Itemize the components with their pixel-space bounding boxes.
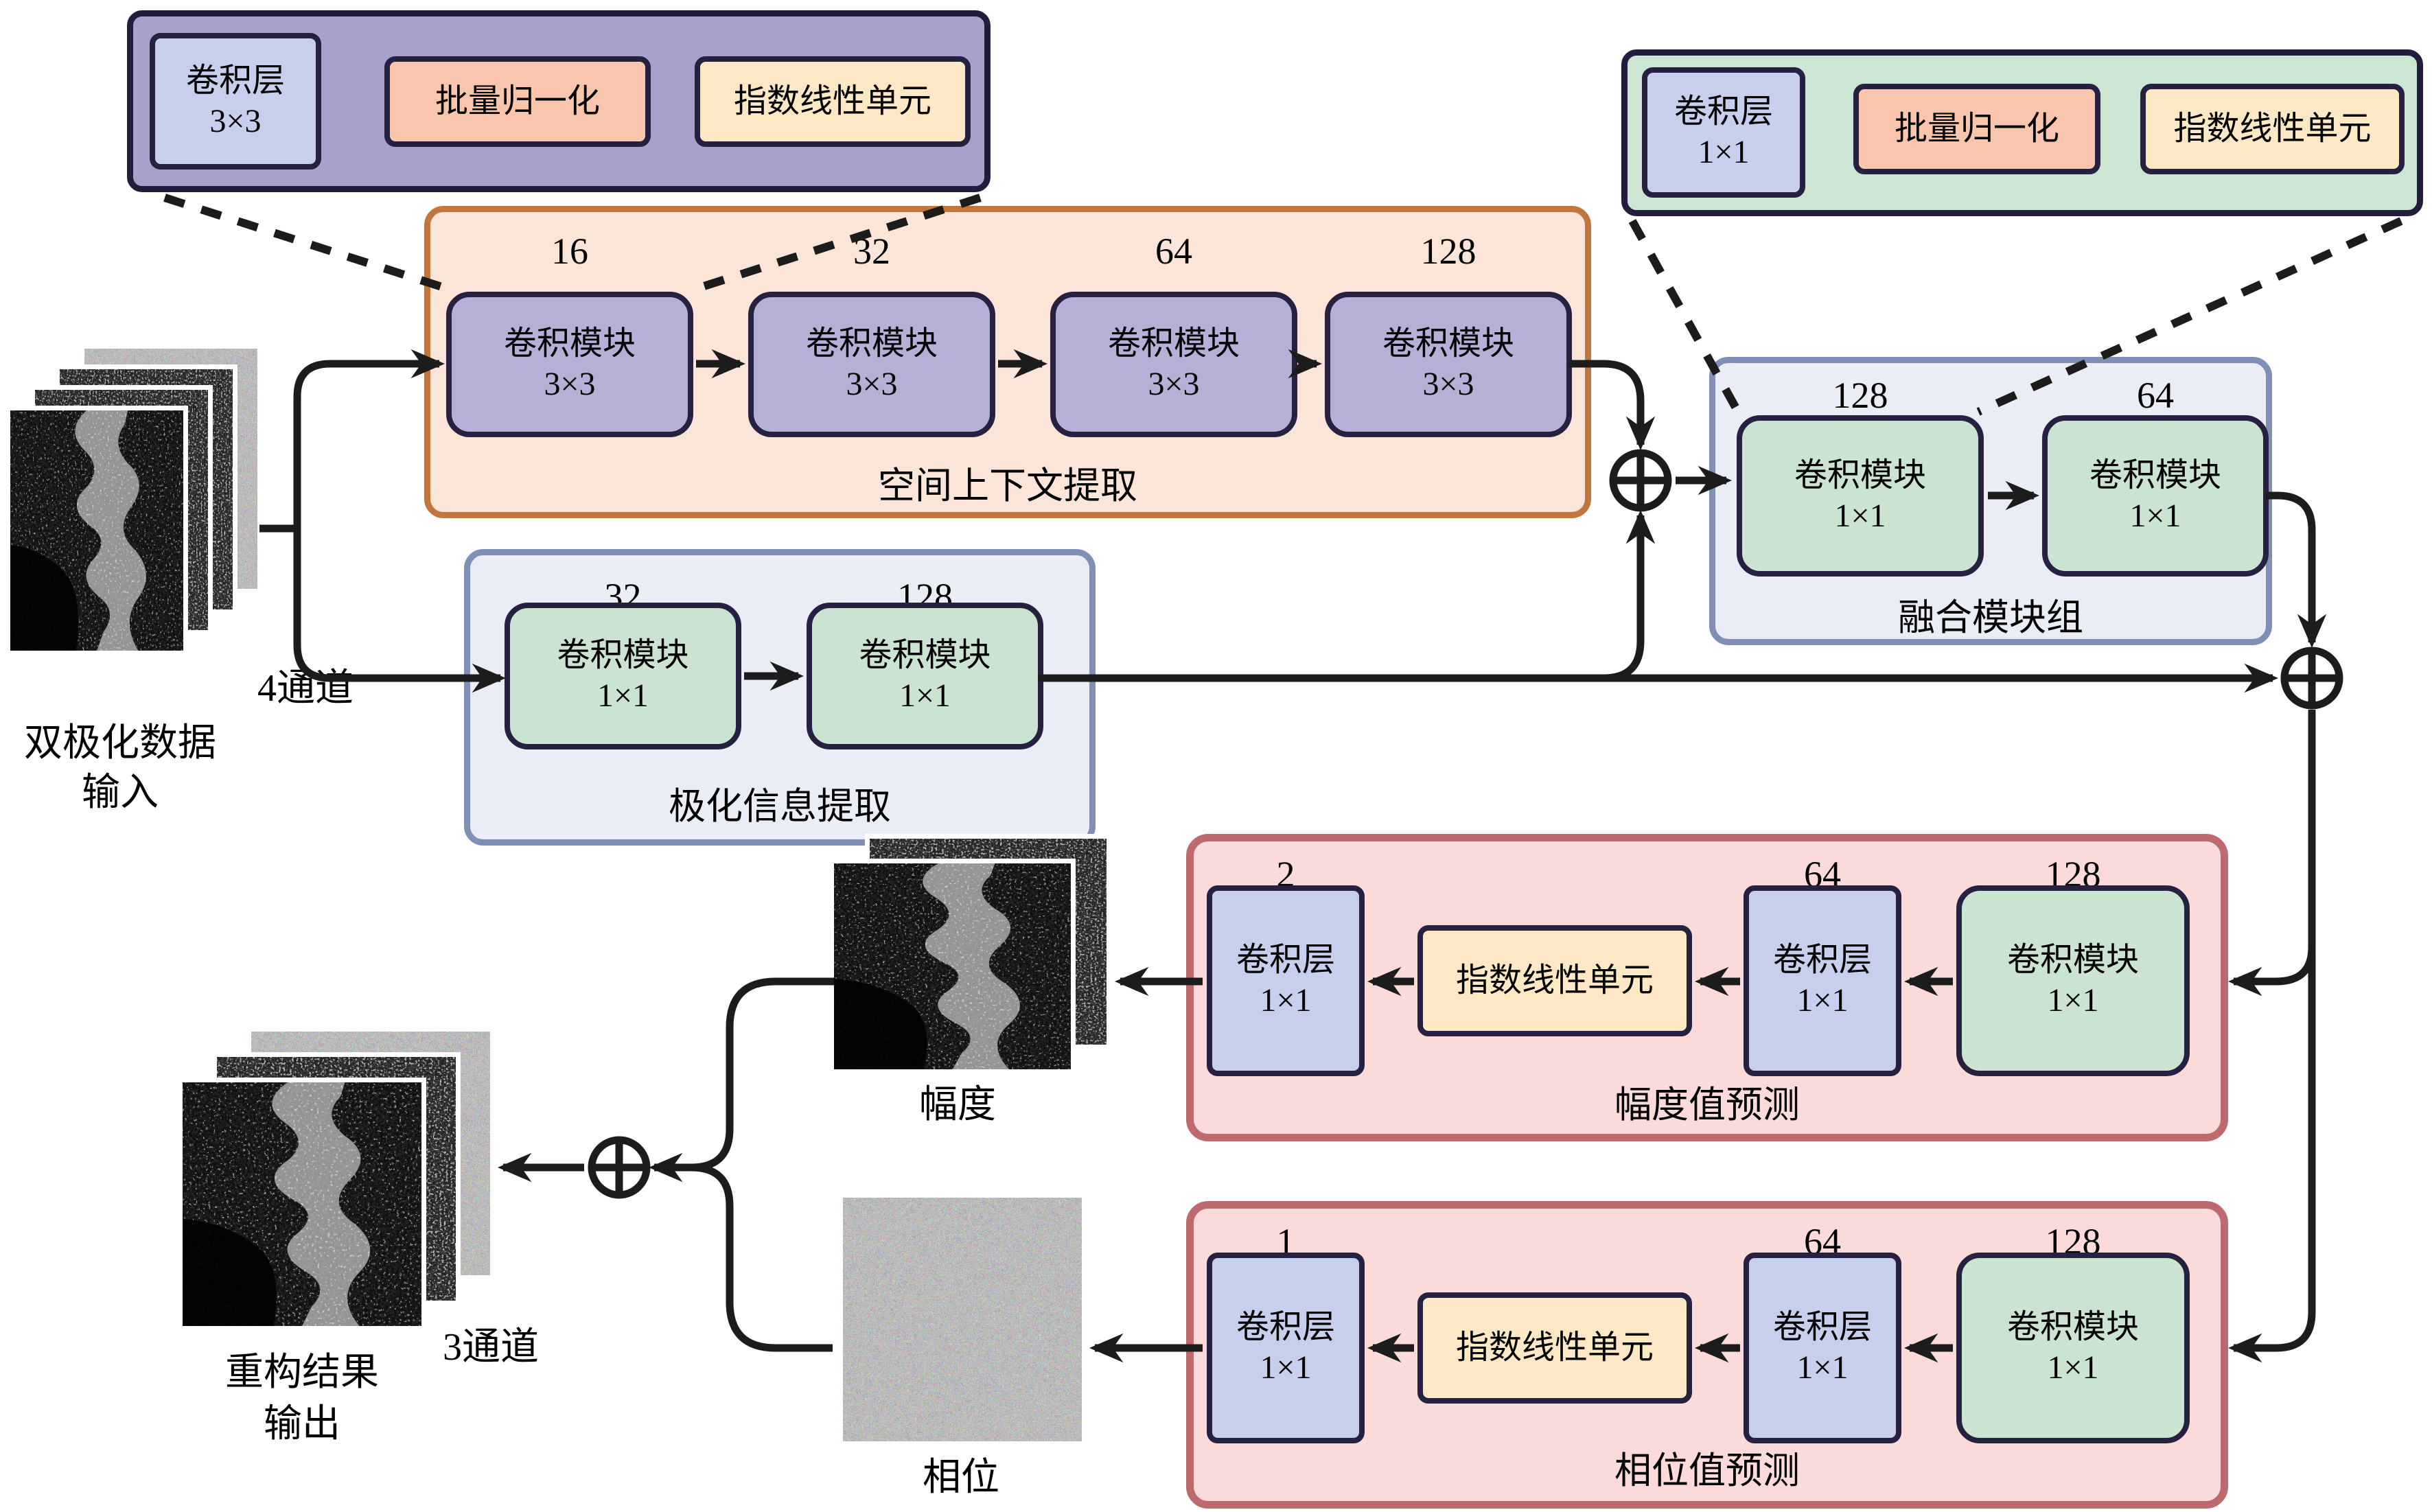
conv-layer-size: 1×1	[1260, 1349, 1312, 1386]
phase-conv-module-in: 卷积模块 1×1	[1956, 1253, 2190, 1443]
output-channels-label: 3通道	[443, 1326, 539, 1369]
module-name: 卷积模块	[1794, 456, 1926, 493]
flow-lines	[259, 349, 2327, 1363]
module-name: 卷积模块	[805, 325, 938, 362]
add-icon-3	[588, 1136, 651, 1199]
dash-1x1-right	[1976, 217, 2403, 416]
input-caption-line2: 输入	[82, 771, 159, 814]
amp-panel-label: 幅度值预测	[1614, 1084, 1800, 1126]
amp-elu-block: 指数线性单元	[1417, 925, 1692, 1036]
module-size: 3×3	[1422, 366, 1474, 402]
module-size: 1×1	[1834, 497, 1886, 534]
spatial-to-add1-arrow	[1569, 360, 1656, 451]
module-name: 卷积模块	[503, 325, 636, 362]
spatial-conv-module-1: 卷积模块 3×3	[446, 292, 693, 437]
amp-conv-layer-mid: 卷积层 1×1	[1744, 885, 1901, 1076]
module-size: 1×1	[2047, 982, 2099, 1019]
amp-conv-module-in: 卷积模块 1×1	[1956, 885, 2190, 1076]
conv-layer-name: 卷积层	[1772, 942, 1872, 979]
module-size: 1×1	[597, 677, 649, 714]
conv-layer-name: 卷积层	[1236, 942, 1335, 979]
polar-to-add1-branch	[1603, 509, 1656, 682]
conv-layer-size: 1×1	[1698, 134, 1750, 170]
amplitude-caption: 幅度	[919, 1084, 996, 1126]
phase-conv-layer-mid: 卷积层 1×1	[1744, 1253, 1901, 1443]
phase-caption: 相位	[923, 1456, 999, 1499]
polar-panel-label: 极化信息提取	[669, 786, 891, 827]
fusion-channels-2: 64	[2137, 375, 2174, 416]
detail1x1-batch-norm-block: 批量归一化	[1853, 84, 2100, 174]
phase-elu-block: 指数线性单元	[1417, 1292, 1692, 1404]
module-name: 卷积模块	[859, 637, 991, 674]
fusion-to-add2-arrow	[2266, 491, 2327, 649]
add2-to-phase-arrow	[2227, 710, 2316, 1363]
phase-conv-layer-out: 卷积层 1×1	[1207, 1253, 1365, 1443]
conv-layer-name: 卷积层	[1772, 1309, 1872, 1346]
elu-label: 指数线性单元	[2173, 110, 2372, 147]
detail3x3-elu-block: 指数线性单元	[695, 56, 971, 147]
spatial-channels-4: 128	[1420, 231, 1476, 272]
output-caption-line1: 重构结果	[225, 1351, 379, 1394]
module-name: 卷积模块	[1382, 325, 1514, 362]
batch-norm-label: 批量归一化	[1894, 110, 2059, 147]
spatial-conv-module-3: 卷积模块 3×3	[1050, 292, 1297, 437]
input-to-polar-arrow	[293, 528, 507, 693]
elu-label: 指数线性单元	[1455, 1329, 1654, 1366]
polar-conv-module-2: 卷积模块 1×1	[807, 603, 1043, 749]
phase-panel-label: 相位值预测	[1614, 1450, 1800, 1491]
module-name: 卷积模块	[2089, 456, 2221, 493]
detail3x3-batch-norm-block: 批量归一化	[384, 56, 651, 147]
input-caption-line1: 双极化数据	[24, 722, 216, 765]
elu-label: 指数线性单元	[1455, 962, 1654, 999]
fusion-channels-1: 128	[1832, 375, 1888, 416]
spatial-panel-label: 空间上下文提取	[878, 465, 1137, 507]
conv-layer-name: 卷积层	[1236, 1309, 1335, 1346]
batch-norm-label: 批量归一化	[435, 82, 600, 119]
spatial-channels-3: 64	[1155, 231, 1192, 272]
fusion-panel-label: 融合模块组	[1898, 597, 2083, 638]
add-icon-2	[2280, 647, 2343, 710]
output-caption-line2: 输出	[264, 1403, 340, 1445]
module-size: 1×1	[2047, 1349, 2099, 1386]
module-size: 3×3	[846, 366, 898, 402]
module-name: 卷积模块	[2006, 942, 2139, 979]
conv-layer-name: 卷积层	[185, 62, 285, 99]
spatial-channels-1: 16	[551, 231, 588, 272]
elu-label: 指数线性单元	[733, 82, 931, 119]
fusion-conv-module-2: 卷积模块 1×1	[2042, 415, 2269, 577]
fusion-conv-module-1: 卷积模块 1×1	[1737, 415, 1984, 577]
dash-3x3-left	[163, 194, 448, 292]
module-name: 卷积模块	[557, 637, 689, 674]
amp-conv-layer-out: 卷积层 1×1	[1207, 885, 1365, 1076]
dash-1x1-left	[1628, 219, 1742, 414]
input-to-spatial-arrow	[293, 349, 445, 528]
conv-layer-name: 卷积层	[1674, 93, 1773, 130]
add2-to-amp-branch-arrow	[2227, 946, 2316, 997]
conv-layer-size: 1×1	[1260, 982, 1312, 1019]
dash-3x3-right	[696, 194, 982, 292]
module-size: 3×3	[544, 366, 596, 402]
conv-layer-size: 3×3	[209, 102, 262, 139]
detail1x1-conv-layer-block: 卷积层 1×1	[1642, 67, 1805, 198]
detail1x1-elu-block: 指数线性单元	[2140, 84, 2405, 174]
conv-layer-size: 1×1	[1796, 1349, 1849, 1386]
detail-callout-dashes	[163, 194, 2403, 416]
add-icon-1	[1609, 449, 1672, 512]
polar-conv-module-1: 卷积模块 1×1	[505, 603, 741, 749]
module-size: 1×1	[899, 677, 951, 714]
spatial-conv-module-2: 卷积模块 3×3	[748, 292, 995, 437]
module-name: 卷积模块	[2006, 1309, 2139, 1346]
conv-layer-size: 1×1	[1796, 982, 1849, 1019]
module-name: 卷积模块	[1107, 325, 1240, 362]
phase-image-to-add3-path	[691, 1163, 833, 1352]
module-size: 1×1	[2129, 497, 2181, 534]
amp-image-to-add3-path	[648, 977, 834, 1183]
detail3x3-conv-layer-block: 卷积层 3×3	[150, 33, 321, 170]
module-size: 3×3	[1148, 366, 1200, 402]
